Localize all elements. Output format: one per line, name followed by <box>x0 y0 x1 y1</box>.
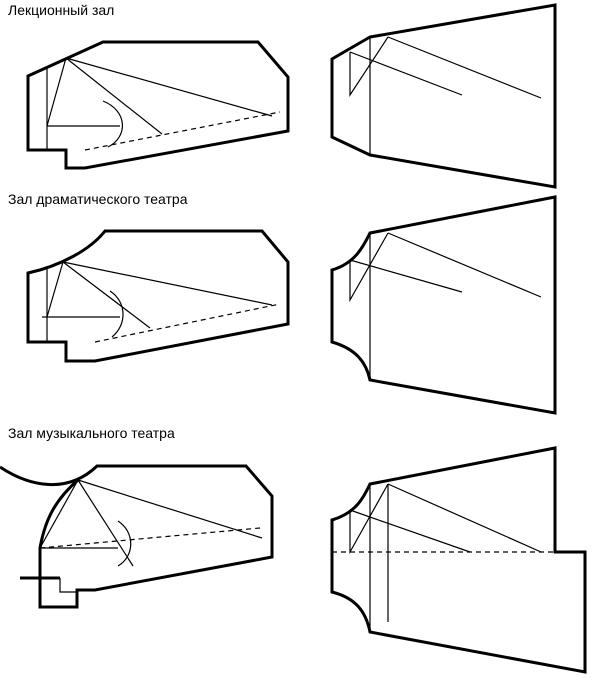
drama-hall-section <box>26 229 290 363</box>
music-floor-line <box>39 527 261 549</box>
lecture-section-outline <box>26 40 290 170</box>
music-plan-ray-3 <box>387 483 542 553</box>
drama-plan-ray-2 <box>349 259 463 293</box>
music-plan-ray-2 <box>349 509 471 553</box>
drama-plan-ray-1 <box>349 232 389 303</box>
drama-section-outline <box>26 229 290 363</box>
drama-plan-outline <box>330 195 557 415</box>
hall-title-music: Зал музыкального театра <box>8 425 175 441</box>
music-sightline-3 <box>77 479 263 539</box>
lecture-floor-line <box>84 111 281 151</box>
drama-plan-ray-3 <box>387 232 542 298</box>
lecture-sightline-1 <box>46 57 67 127</box>
lecture-sightline-2 <box>65 57 163 135</box>
lecture-hall-section <box>26 40 290 170</box>
drama-sound-arc <box>109 290 124 338</box>
lecture-plan-ray-1 <box>349 36 389 98</box>
drama-sightline-1 <box>46 261 64 318</box>
lecture-hall-plan <box>330 3 557 189</box>
lecture-sound-arc <box>102 100 123 148</box>
lecture-plan-ray-2 <box>349 51 463 96</box>
music-section-outline <box>0 464 274 609</box>
hall-title-drama: Зал драматического театра <box>8 191 188 207</box>
drama-sightline-3 <box>62 261 273 306</box>
lecture-sightline-3 <box>65 57 273 117</box>
hall-title-lecture: Лекционный зал <box>8 2 115 18</box>
music-sightline-1 <box>39 479 79 549</box>
lecture-plan-outline <box>330 3 557 189</box>
music-plan-outline <box>330 446 587 674</box>
music-sound-arc <box>117 520 132 567</box>
music-hall-plan <box>330 446 587 674</box>
music-orchestra-pit-side <box>59 578 77 593</box>
music-sightline-2 <box>77 479 134 567</box>
drama-sightline-2 <box>62 261 151 329</box>
lecture-plan-ray-3 <box>387 36 542 99</box>
drama-hall-plan <box>330 195 557 415</box>
music-hall-section <box>0 464 274 609</box>
drama-floor-line <box>94 303 281 343</box>
music-plan-ray-1 <box>349 483 389 555</box>
